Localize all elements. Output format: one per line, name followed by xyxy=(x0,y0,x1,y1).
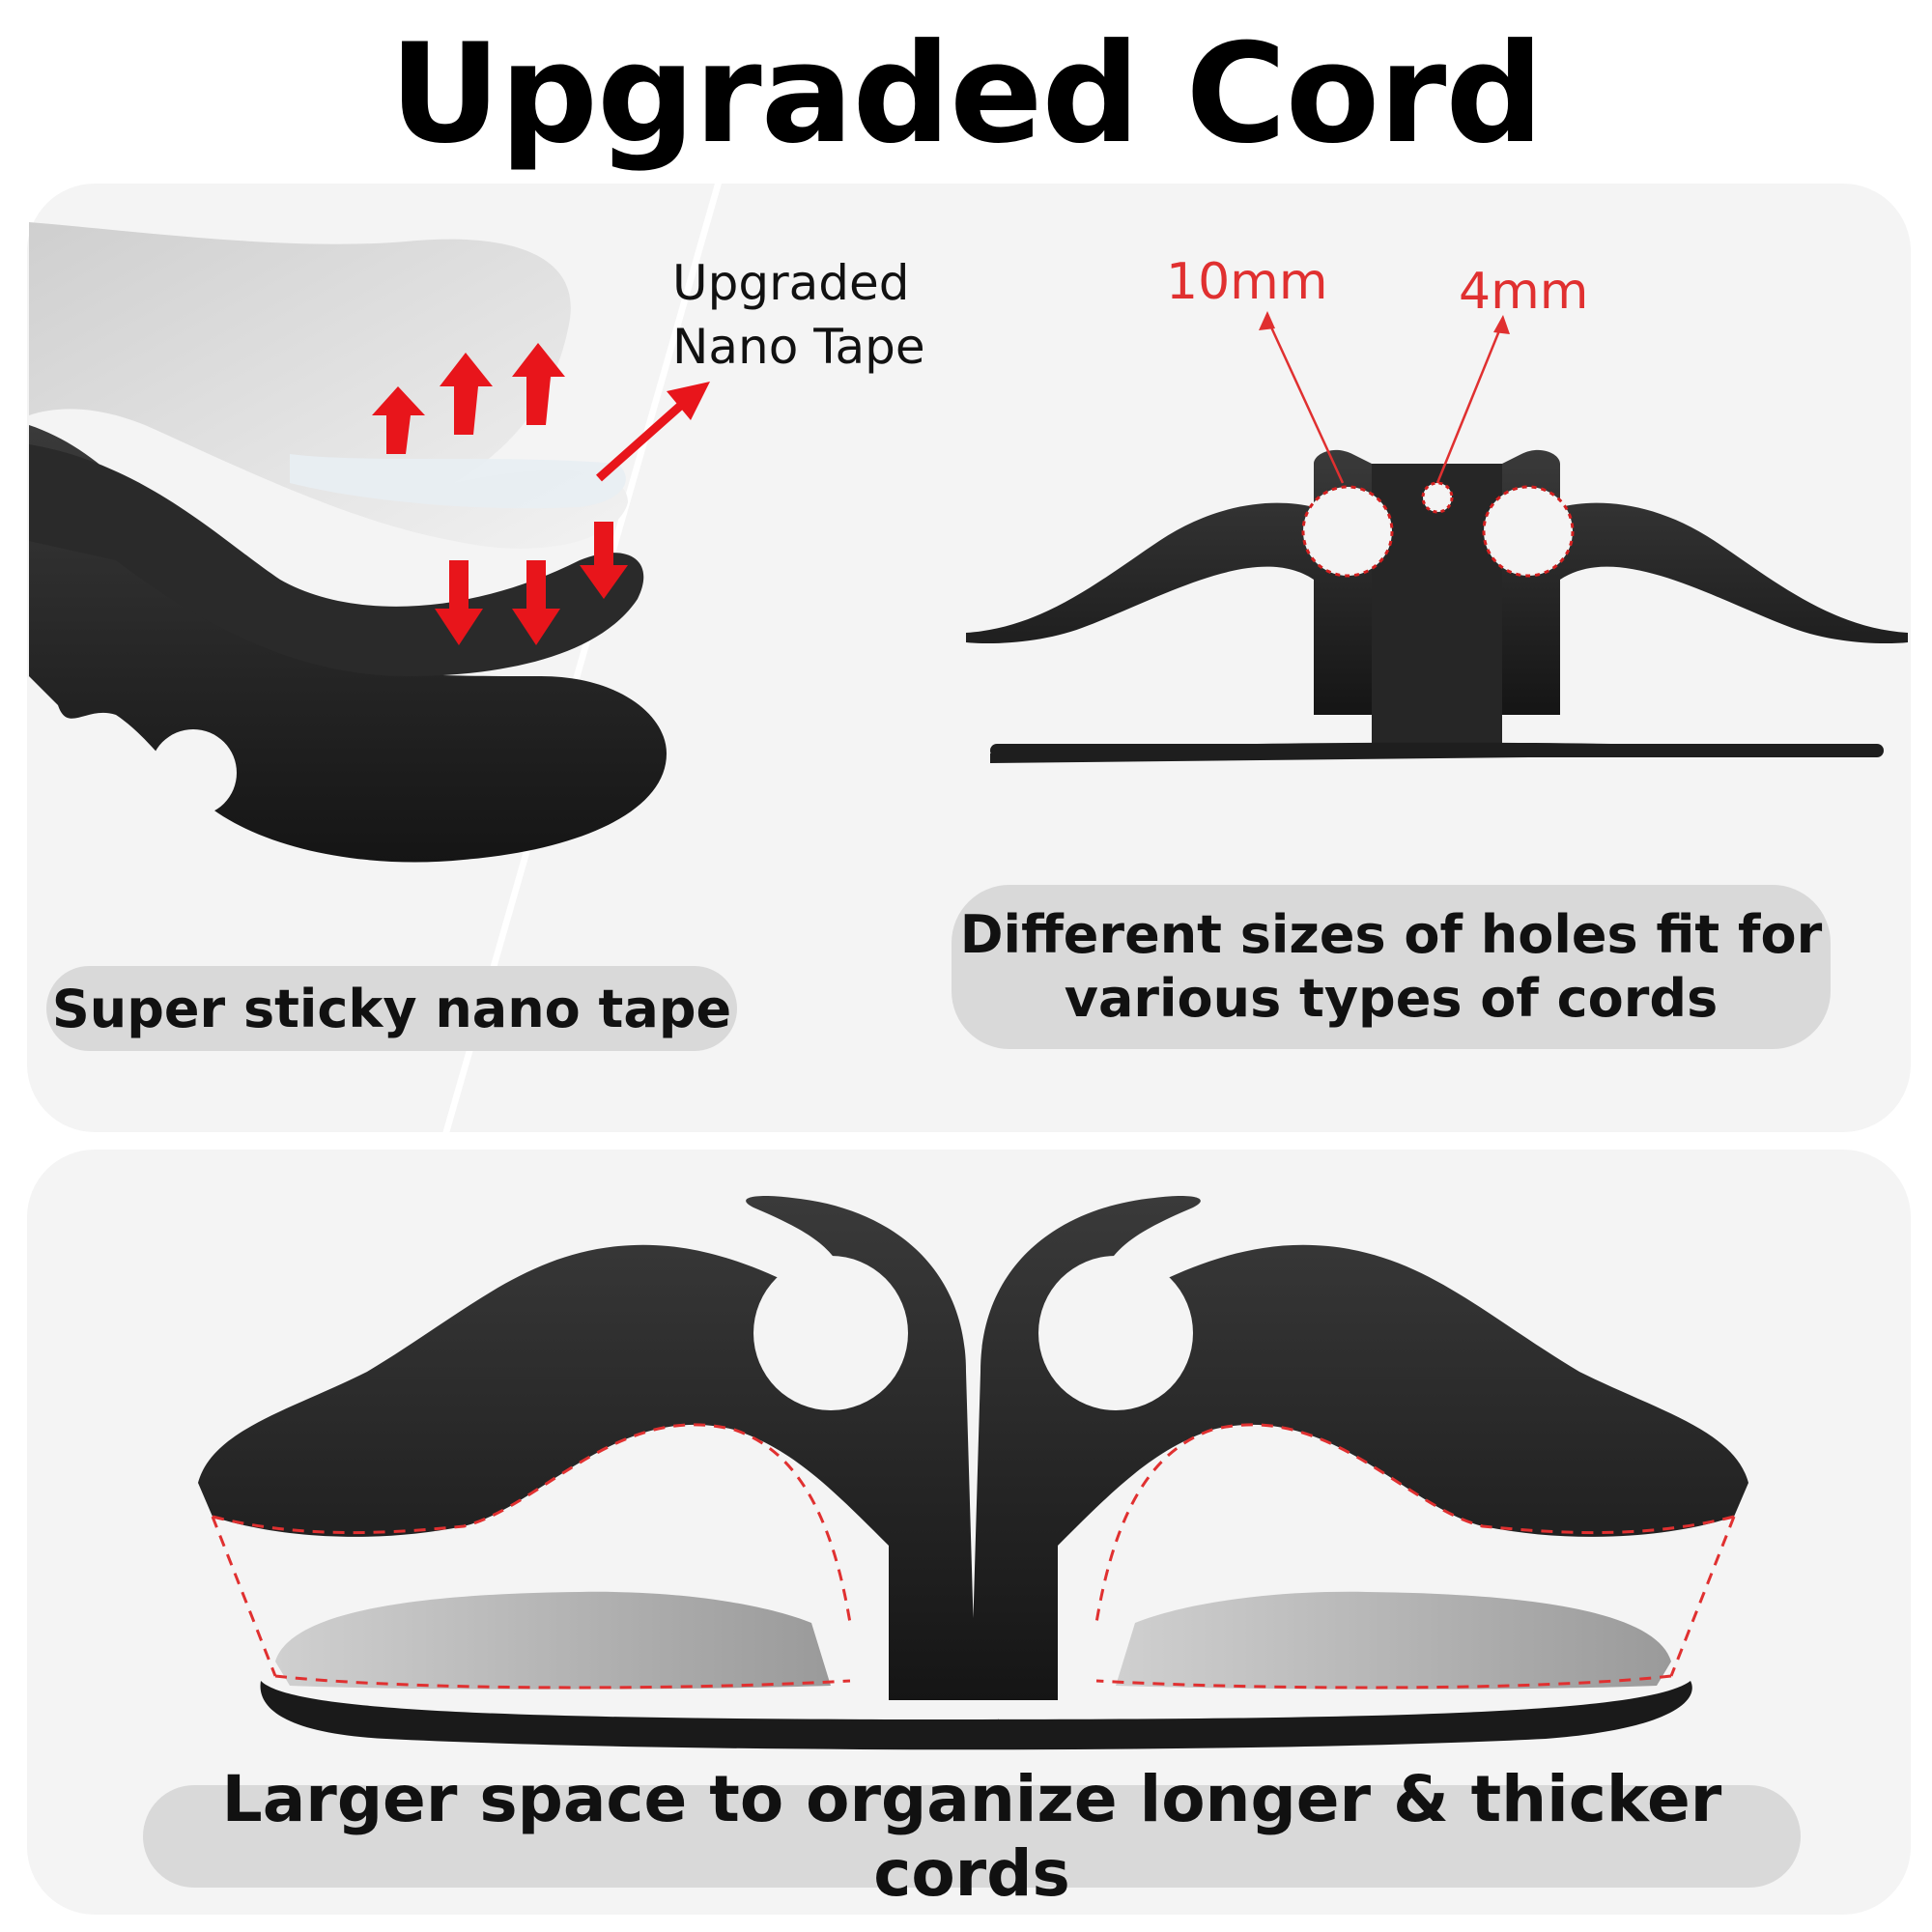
arrow-down-icon xyxy=(435,522,628,645)
small-hole-dimension: 4mm xyxy=(1459,263,1589,321)
holes-product-image xyxy=(966,311,1908,763)
tape-caption: Super sticky nano tape xyxy=(46,966,737,1051)
tape-product-image xyxy=(29,222,710,863)
space-product-image xyxy=(198,1196,1748,1750)
holes-caption-line2: various types of cords xyxy=(1064,968,1719,1029)
tape-label: Upgraded Nano Tape xyxy=(672,251,925,379)
holes-caption: Different sizes of holes fit for various… xyxy=(952,885,1831,1049)
holes-caption-line1: Different sizes of holes fit for xyxy=(959,904,1823,965)
tape-label-line2: Nano Tape xyxy=(672,319,925,375)
tape-label-line1: Upgraded xyxy=(672,255,910,311)
space-caption: Larger space to organize longer & thicke… xyxy=(143,1762,1801,1911)
arrow-up-icon xyxy=(372,343,565,454)
dimension-pointer-icon xyxy=(1265,318,1504,484)
large-hole-dimension: 10mm xyxy=(1166,253,1328,311)
pointer-arrow-icon xyxy=(596,382,710,482)
